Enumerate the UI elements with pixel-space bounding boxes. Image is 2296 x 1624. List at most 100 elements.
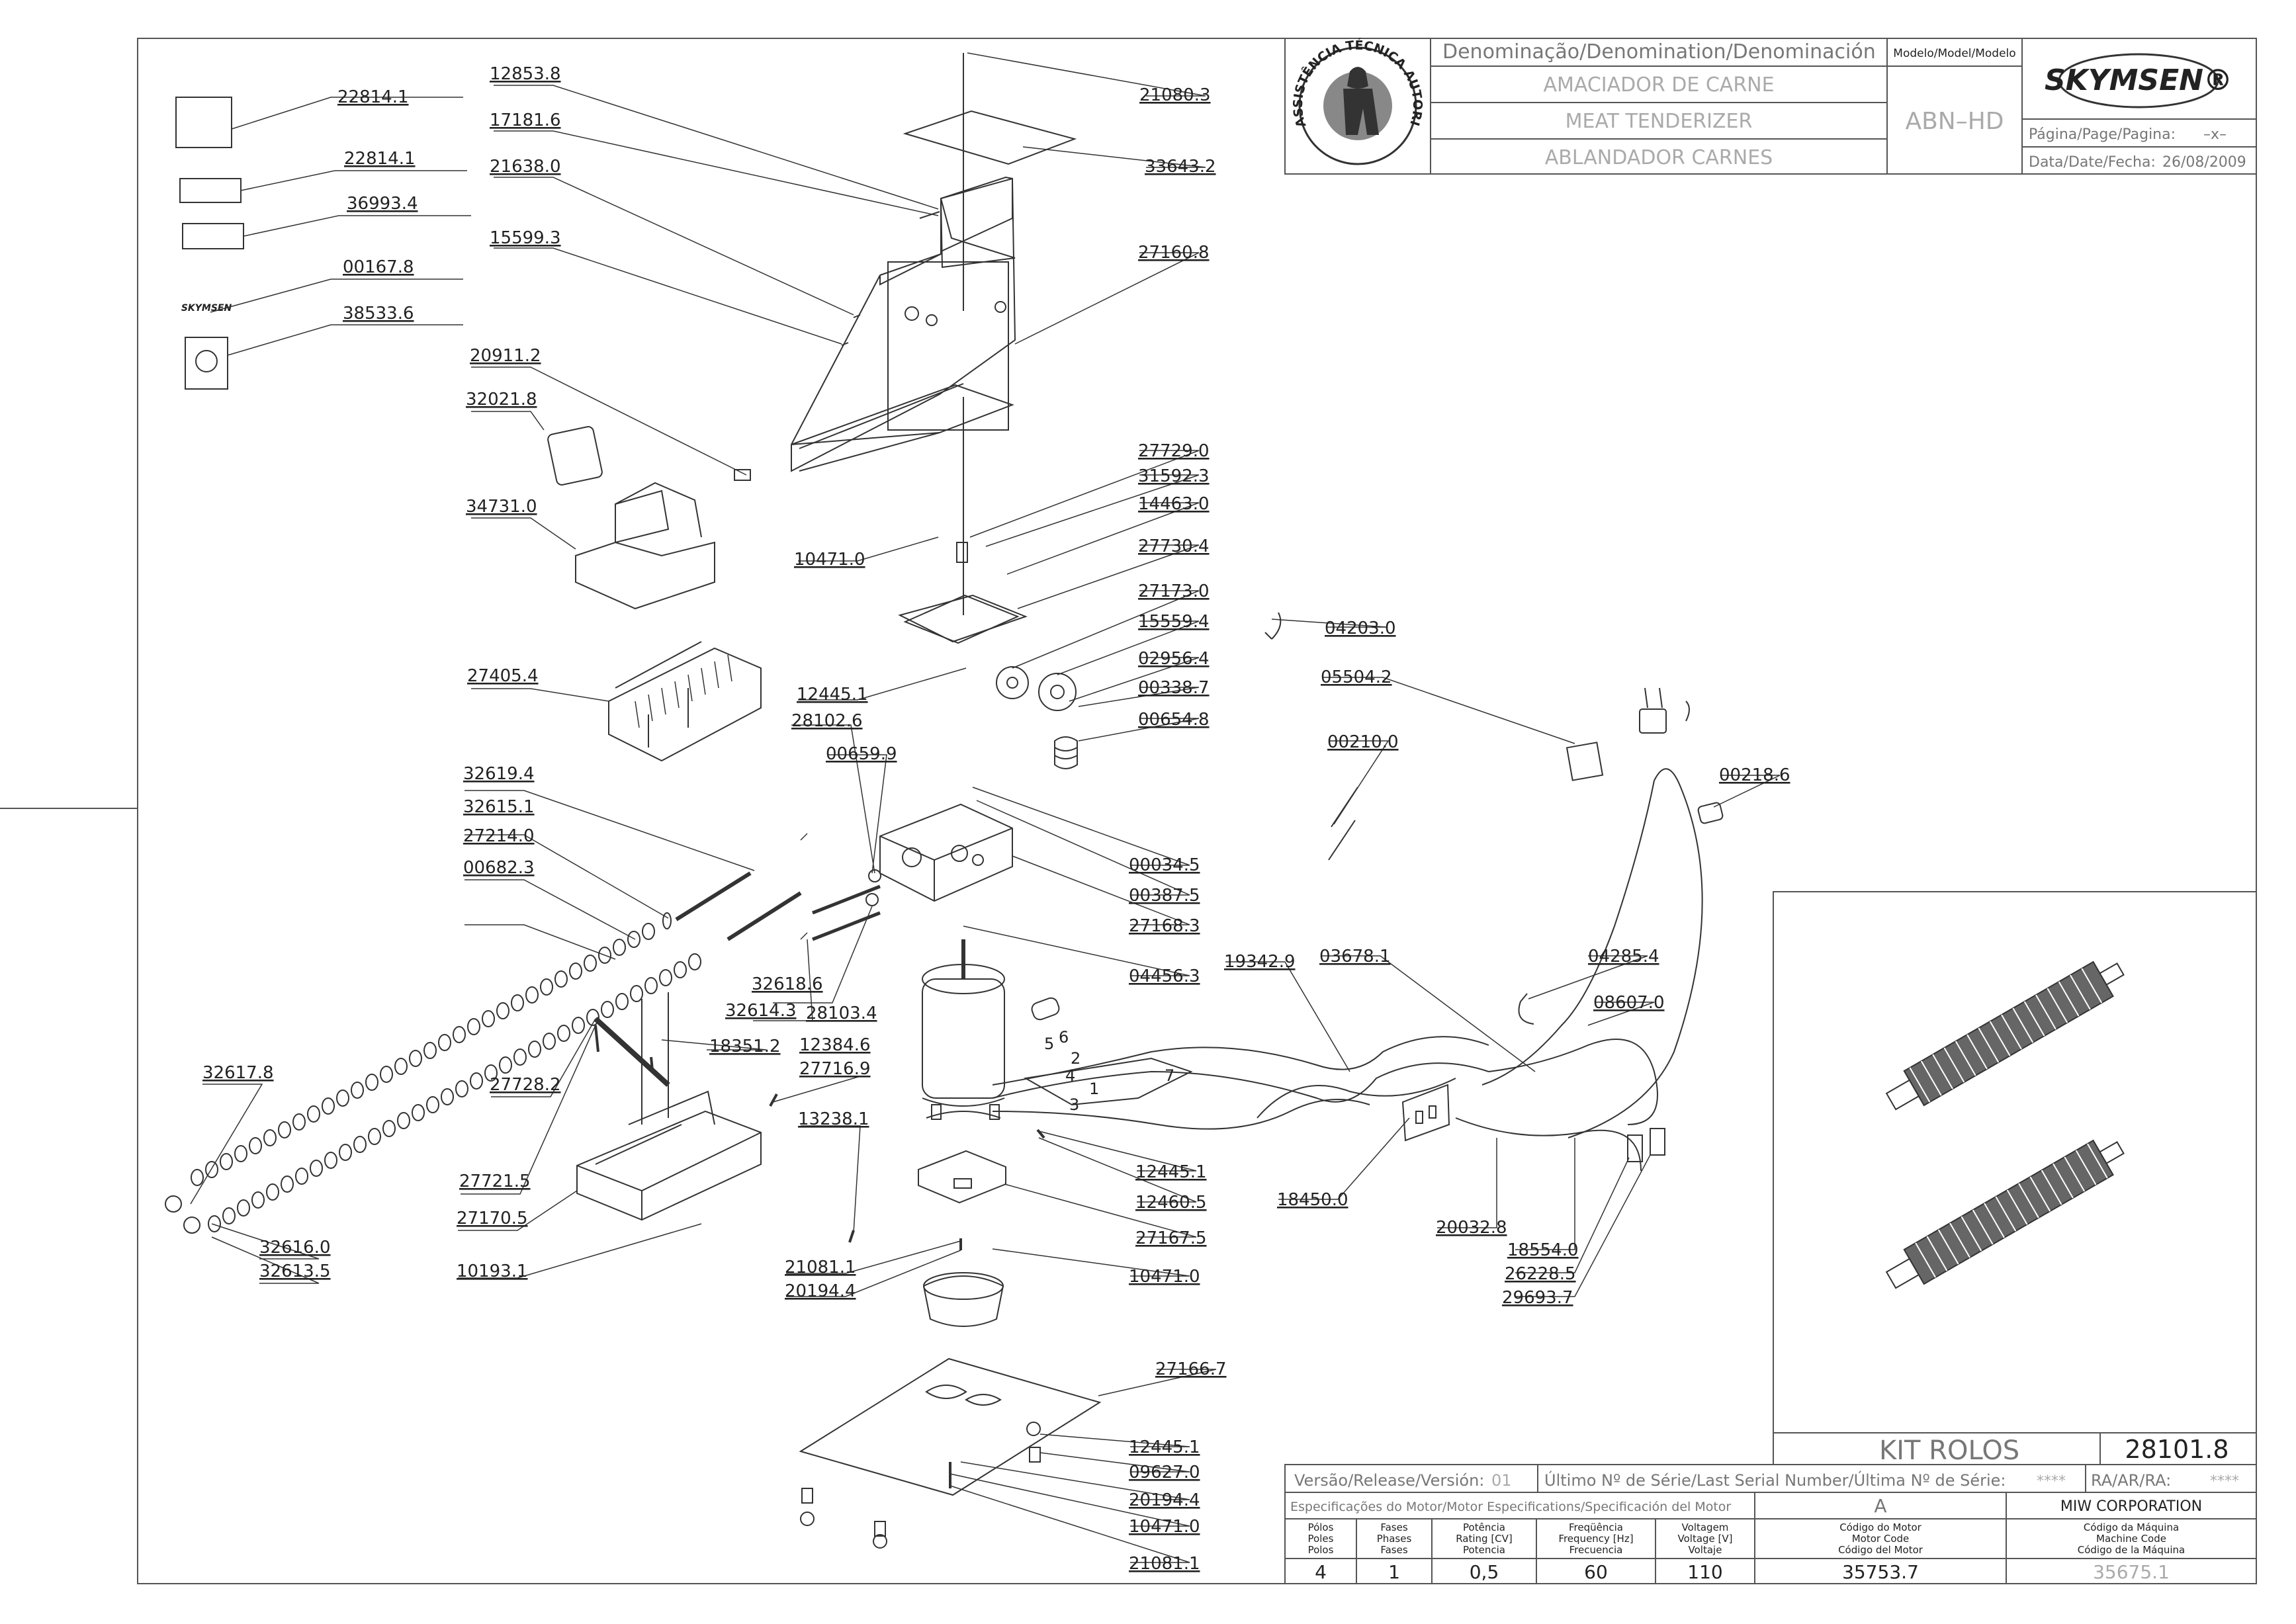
rating-value: 0,5	[1470, 1561, 1499, 1583]
part-label: 18351.2	[709, 1037, 781, 1056]
part-label: 33643.2	[1145, 157, 1216, 177]
part-label: 32613.5	[259, 1261, 331, 1281]
poles-value: 4	[1315, 1561, 1327, 1583]
part-label: 12853.8	[490, 64, 561, 84]
seal-text: ASSISTÊNCIA TÉCNICA AUTORIZADA	[0, 0, 1425, 129]
part-label: 27168.3	[1129, 916, 1200, 936]
column-caption: Voltaje	[1689, 1544, 1722, 1556]
column-caption: Frecuencia	[1569, 1544, 1623, 1556]
motor-code-value: 35753.7	[1842, 1561, 1919, 1583]
feed-chute	[575, 482, 715, 610]
bearing-plate	[903, 594, 1020, 644]
motor-spec-value: A	[1874, 1495, 1886, 1517]
motor-spec-column: Código do Motor Motor Code Código del Mo…	[1838, 1521, 1923, 1583]
brand-name: SKYMSEN®	[2045, 64, 2232, 97]
sticker-small-2	[182, 223, 244, 249]
brand-sticker-mini: SKYMSEN	[181, 303, 232, 314]
ra-value: ****	[2210, 1473, 2239, 1490]
part-drawings: SKYMSEN	[165, 53, 1724, 1549]
kit-code: 28101.8	[2125, 1435, 2229, 1464]
power-cable	[1481, 768, 1703, 1138]
worm-gear	[1054, 736, 1078, 769]
kit-rolos-inset: KIT ROLOS 28101.8	[1773, 891, 2257, 1466]
part-label: 17181.6	[490, 110, 561, 130]
column-caption: Potencia	[1463, 1544, 1505, 1556]
column-caption: Rating [CV]	[1456, 1533, 1513, 1545]
column-caption: Poles	[1308, 1533, 1334, 1545]
part-label: 27716.9	[799, 1059, 871, 1079]
wire-number: 2	[1071, 1049, 1081, 1068]
column-caption: Freqüência	[1569, 1521, 1623, 1533]
part-label: 03678.1	[1319, 947, 1391, 966]
part-label: 27167.5	[1135, 1228, 1207, 1248]
column-caption: Potência	[1463, 1521, 1505, 1533]
part-label: 29693.7	[1502, 1288, 1573, 1308]
part-label: 31592.3	[1138, 466, 1210, 486]
sticker-small	[179, 178, 242, 203]
mechanic-figure-icon	[1343, 67, 1379, 135]
wire-number: 6	[1059, 1028, 1069, 1047]
part-label: 00682.3	[463, 858, 535, 878]
comb-guide	[608, 647, 762, 762]
part-label: 00210.0	[1327, 732, 1399, 752]
part-label: 12384.6	[799, 1035, 871, 1055]
brand-logo: SKYMSEN®	[2045, 53, 2232, 108]
sticker-large	[175, 97, 232, 148]
part-label: 12445.1	[797, 685, 868, 705]
cable-clamp	[1566, 742, 1604, 781]
part-label: 21638.0	[490, 157, 561, 177]
bottom-plate	[799, 1357, 1102, 1496]
part-label: 10471.0	[1129, 1267, 1200, 1287]
serial-label: Último Nº de Série/Last Serial Number/Úl…	[1544, 1470, 2006, 1490]
roller-1	[1885, 961, 2125, 1111]
cable-gland	[1697, 802, 1724, 824]
column-caption: Voltage [V]	[1678, 1533, 1733, 1545]
phases-value: 1	[1388, 1561, 1400, 1583]
motor	[922, 978, 1005, 1099]
part-label: 10471.0	[1129, 1517, 1200, 1537]
part-label: 28102.6	[791, 711, 863, 731]
version-label: Versão/Release/Versión:	[1294, 1471, 1484, 1490]
part-label: 27721.5	[459, 1172, 531, 1191]
machine-code-value: 35675.1	[2093, 1561, 2170, 1583]
part-label: 27729.0	[1138, 441, 1210, 461]
kit-name: KIT ROLOS	[1879, 1435, 2019, 1466]
part-label: 36993.4	[347, 194, 418, 214]
part-label: 00659.9	[826, 744, 897, 764]
date-label: Data/Date/Fecha:	[2029, 154, 2156, 171]
part-label: 27730.4	[1138, 536, 1210, 556]
part-label: 20194.4	[1129, 1490, 1200, 1510]
part-label: 27160.8	[1138, 243, 1210, 263]
roller-cradle	[576, 1110, 762, 1221]
part-label: 34731.0	[466, 497, 537, 517]
page-label: Página/Page/Pagina:	[2029, 126, 2176, 143]
model-header: Modelo/Model/Modelo	[1893, 47, 2015, 60]
gear-right	[1038, 673, 1077, 711]
roller-discs	[165, 912, 701, 1234]
product-name-en: MEAT TENDERIZER	[1566, 110, 1753, 133]
part-label: 13238.1	[798, 1109, 869, 1129]
part-label: 21080.3	[1139, 85, 1211, 105]
wire-number: 3	[1069, 1095, 1079, 1114]
column-caption: Frequency [Hz]	[1558, 1533, 1633, 1545]
denomination-header: Denominação/Denomination/Denominación	[1442, 40, 1876, 64]
wire-number: 1	[1089, 1080, 1099, 1098]
part-label: 10193.1	[457, 1261, 528, 1281]
wire-number: 4	[1065, 1066, 1075, 1085]
part-label: 12460.5	[1135, 1193, 1207, 1213]
column-caption: Código do Motor	[1839, 1521, 1921, 1533]
part-label: 20194.4	[785, 1281, 856, 1301]
part-label: 00034.5	[1129, 855, 1200, 875]
part-label: 28103.4	[806, 1004, 877, 1023]
switch-1	[1627, 1134, 1643, 1162]
part-label: 27728.2	[490, 1075, 561, 1095]
roller-kit-drawing	[1885, 961, 2125, 1289]
part-label: 32619.4	[463, 764, 535, 784]
footer-table: Versão/Release/Versión: 01 Último Nº de …	[1284, 1464, 2257, 1584]
part-label: 21081.1	[1129, 1554, 1200, 1574]
column-caption: Fases	[1380, 1521, 1407, 1533]
part-label: 10471.0	[794, 550, 865, 570]
part-label: 22814.1	[344, 149, 416, 169]
part-label: 19342.9	[1224, 952, 1296, 972]
part-label: 14463.0	[1138, 494, 1210, 514]
